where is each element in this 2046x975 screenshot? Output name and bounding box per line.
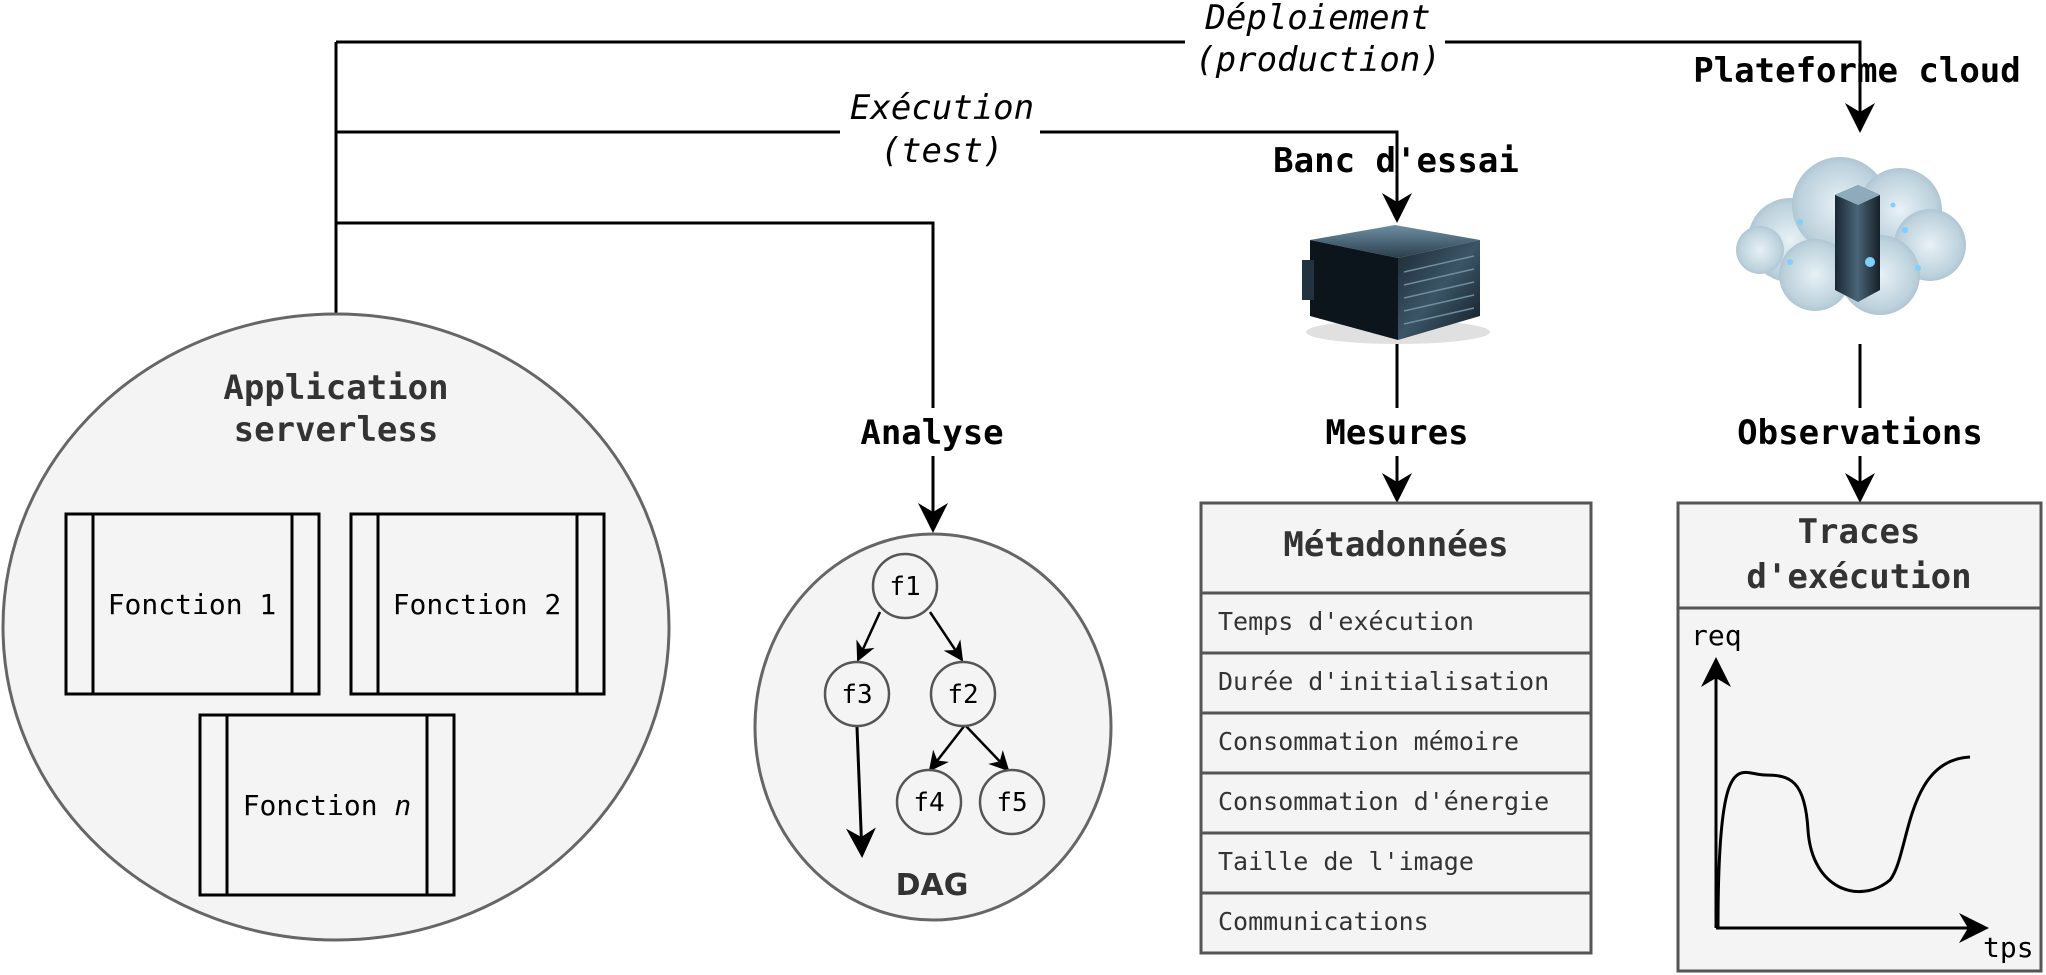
dag-node-f5: [978, 768, 1046, 836]
dag-node-f2-label: f2: [947, 680, 978, 710]
metadata-row: [1199, 831, 1593, 895]
traces-curve: [1716, 755, 1971, 929]
dag-node-f2: [929, 660, 997, 728]
dag-node-f3: [823, 660, 891, 728]
metadata-row-label: Consommation mémoire: [1218, 727, 1519, 756]
function-1-label: Fonction 1: [108, 588, 277, 621]
analysis-line: [336, 221, 935, 408]
dag-label: DAG: [896, 868, 969, 903]
cloud-server-icon: [1736, 157, 1966, 315]
dag-node-f4-label: f4: [913, 788, 944, 818]
server-icon: [1302, 225, 1490, 344]
deployment-arrow: [1445, 40, 1875, 133]
analysis-label: Analyse: [860, 413, 1003, 453]
measures-label: Mesures: [1325, 413, 1468, 453]
metadata-row-label: Taille de l'image: [1218, 847, 1474, 876]
metadata-title: Métadonnées: [1283, 525, 1508, 565]
serverless-application: Application serverless Fonction 1 Foncti…: [1, 312, 671, 942]
traces-header: [1676, 501, 2043, 610]
traces-title: Traces: [1798, 512, 1921, 552]
traces-plot-area: [1676, 606, 2043, 973]
dag-node-f4: [895, 768, 963, 836]
edge-f1-f2: [928, 611, 964, 662]
function-1-box: Fonction 1: [64, 512, 321, 696]
execution-label: Exécution: [850, 88, 1034, 128]
cloud-platform-label: Plateforme cloud: [1693, 51, 2021, 91]
metadata-row: [1199, 891, 1593, 955]
testbench-label: Banc d'essai: [1273, 141, 1519, 181]
traces-y-label: req: [1691, 619, 1742, 652]
metadata-table: Métadonnées Temps d'exécution Durée d'in…: [1199, 501, 1593, 955]
dag-node-f1-label: f1: [889, 572, 920, 602]
traces-x-label: tps: [1983, 931, 2034, 964]
dag-node-f1: [871, 552, 939, 620]
execution-traces-panel: Traces d'exécution req tps: [1676, 501, 2043, 973]
connectors: [334, 40, 1875, 533]
metadata-row-label: Temps d'exécution: [1218, 607, 1474, 636]
app-title: Application: [223, 368, 448, 408]
dag-graph: f1 f3 f2 f4 f5 DAG: [753, 532, 1113, 922]
edge-f3-out: [845, 726, 876, 858]
edge-f2-f5: [964, 724, 1010, 772]
dag-node-f5-label: f5: [996, 788, 1027, 818]
metadata-row-label: Consommation d'énergie: [1218, 787, 1549, 816]
traces-title-sub: d'exécution: [1746, 557, 1971, 597]
metadata-row: [1199, 771, 1593, 835]
observations-label: Observations: [1737, 413, 1983, 453]
function-2-box: Fonction 2: [349, 512, 606, 696]
function-2-label: Fonction 2: [393, 588, 562, 621]
edge-f1-f3: [856, 611, 882, 662]
deployment-label-sub: (production): [1195, 40, 1441, 80]
function-n-prefix: Fonction: [243, 789, 395, 822]
function-n-label: Fonction n: [243, 789, 412, 822]
deployment-label: Déploiement: [1204, 0, 1430, 38]
metadata-header: [1199, 501, 1593, 595]
execution-arrow: [1040, 130, 1412, 223]
function-n-box: Fonction n: [198, 713, 456, 897]
dag-node-f3-label: f3: [841, 680, 872, 710]
metadata-row: [1199, 651, 1593, 715]
metadata-row-label: Communications: [1218, 907, 1429, 936]
edge-f2-f4: [928, 724, 966, 772]
app-title-sub: serverless: [234, 410, 439, 450]
function-n-var: n: [394, 789, 411, 822]
metadata-row: [1199, 591, 1593, 655]
execution-label-sub: (test): [881, 131, 1004, 171]
metadata-row-label: Durée d'initialisation: [1218, 667, 1549, 696]
metadata-row: [1199, 711, 1593, 775]
